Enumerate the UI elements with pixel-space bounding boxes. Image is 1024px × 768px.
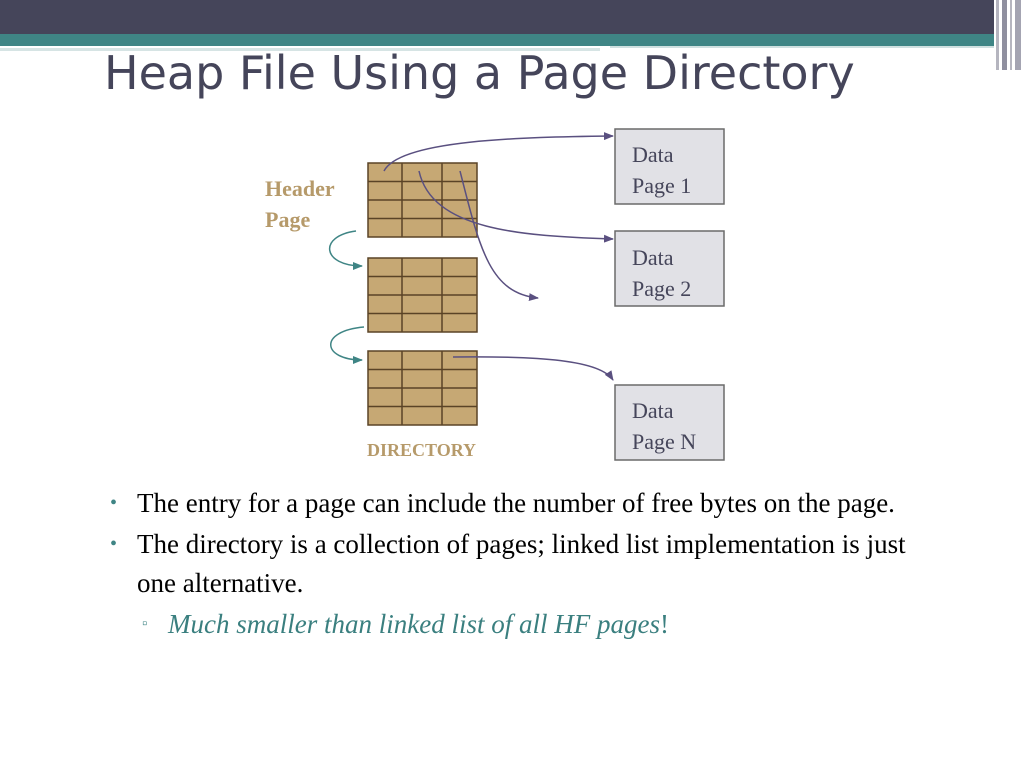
data-page-1-line2: Page 1 bbox=[632, 173, 691, 198]
link-arrow-1 bbox=[328, 230, 363, 270]
data-page-2: Data Page 2 bbox=[614, 230, 725, 307]
bullet-dot-icon: • bbox=[110, 492, 118, 514]
teal-banner-stripe bbox=[0, 34, 995, 46]
header-page-label-line2: Page bbox=[265, 207, 310, 232]
bullet-dot-icon: • bbox=[110, 533, 118, 555]
bullet-text-directory-collection: The directory is a collection of pages; … bbox=[137, 529, 906, 598]
data-page-2-line1: Data bbox=[632, 245, 674, 270]
sub-bullet-text: Much smaller than linked list of all HF … bbox=[168, 609, 660, 639]
data-page-n: Data Page N bbox=[614, 384, 725, 461]
top-banner bbox=[0, 0, 1024, 34]
pointer-arrow-page-2 bbox=[418, 170, 614, 243]
data-page-n-line1: Data bbox=[632, 398, 674, 423]
bullet-text-free-bytes: The entry for a page can include the num… bbox=[137, 488, 895, 518]
title-underline-left bbox=[0, 48, 600, 51]
data-page-1: Data Page 1 bbox=[614, 128, 725, 205]
directory-page-2 bbox=[367, 257, 478, 333]
data-page-1-line1: Data bbox=[632, 142, 674, 167]
title-underline-right bbox=[610, 46, 1005, 62]
link-arrow-2 bbox=[330, 326, 365, 364]
data-page-n-line2: Page N bbox=[632, 429, 696, 454]
decorative-stripes bbox=[994, 0, 1024, 70]
directory-label: DIRECTORY bbox=[367, 440, 476, 460]
sub-bullet-smaller: ▫ Much smaller than linked list of all H… bbox=[110, 605, 950, 643]
sub-bullet-suffix: ! bbox=[659, 609, 669, 639]
pointer-arrow-extra bbox=[459, 170, 539, 302]
header-page-label-line1: Header bbox=[265, 176, 335, 201]
pointer-arrow-page-n bbox=[452, 356, 614, 381]
data-page-2-line2: Page 2 bbox=[632, 276, 691, 301]
directory-page-1 bbox=[367, 162, 478, 238]
bullet-item-free-bytes: • The entry for a page can include the n… bbox=[110, 484, 950, 523]
directory-page-3 bbox=[367, 350, 478, 426]
small-square-icon: ▫ bbox=[142, 616, 148, 632]
bullet-list: • The entry for a page can include the n… bbox=[110, 484, 950, 643]
bullet-item-directory-collection: • The directory is a collection of pages… bbox=[110, 525, 950, 603]
pointer-arrow-page-1 bbox=[383, 132, 614, 172]
slide-title: Heap File Using a Page Directory bbox=[104, 46, 855, 100]
